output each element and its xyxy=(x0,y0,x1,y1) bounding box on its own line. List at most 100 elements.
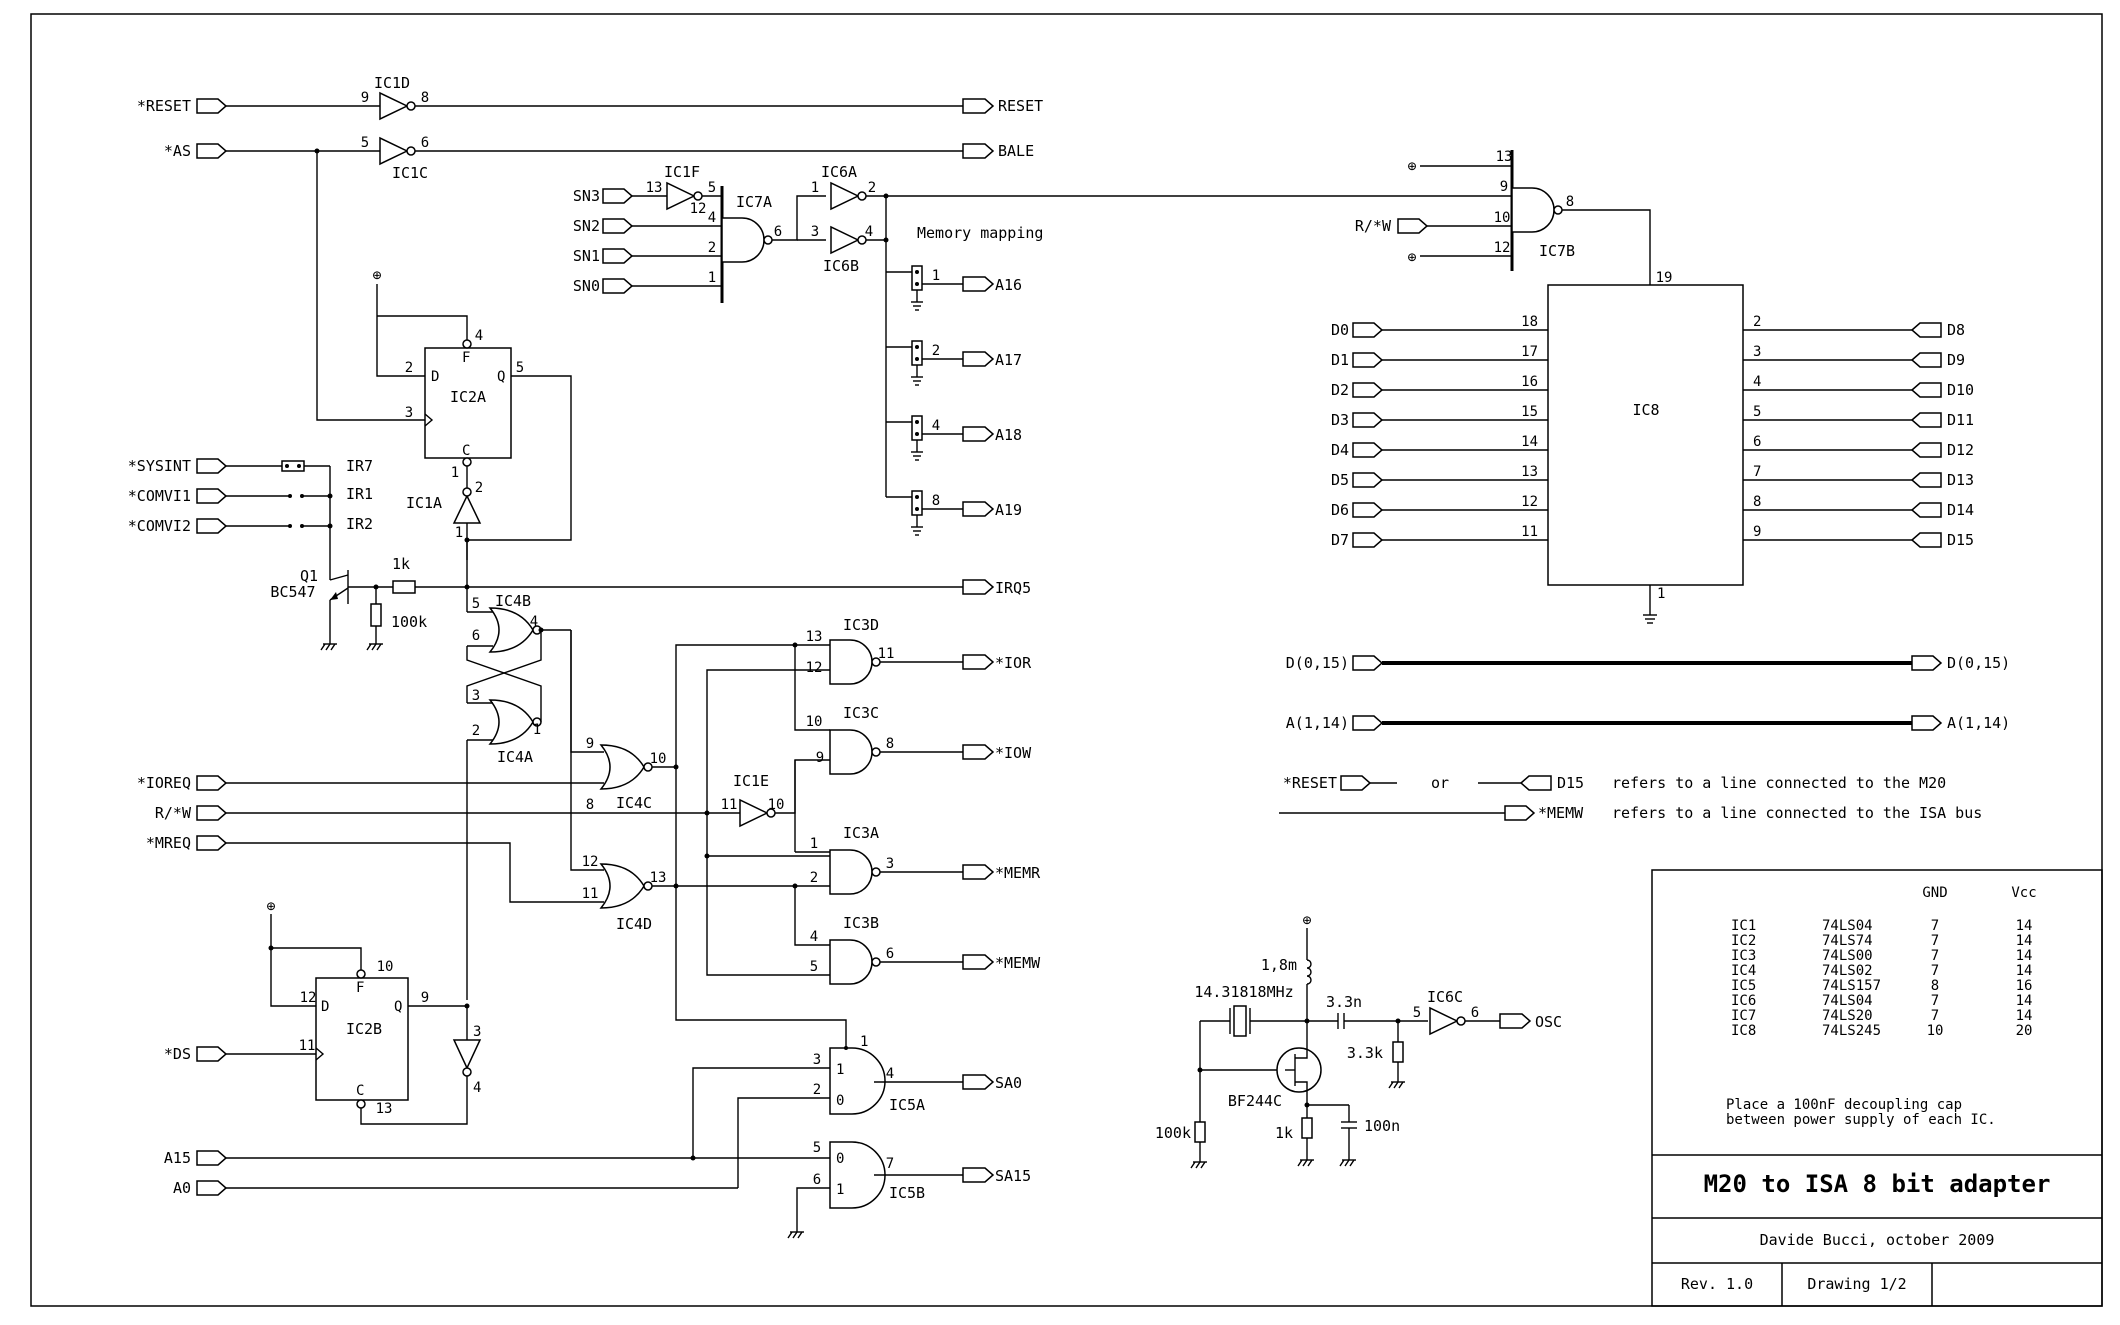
label-ic7a: IC7A xyxy=(736,193,772,211)
inverter-ic1a: IC1A xyxy=(406,466,482,524)
pin-ic4c-10: 10 xyxy=(650,751,667,767)
vcc-ic2a: ⊕ xyxy=(372,266,381,284)
label-sa0: SA0 xyxy=(995,1074,1022,1092)
label-memr: *MEMR xyxy=(995,864,1041,882)
pin-ic3c-10: 10 xyxy=(806,714,823,730)
label-data-left: D4 xyxy=(1331,441,1349,459)
pin-ic5b-7: 7 xyxy=(886,1156,894,1172)
port-out-data xyxy=(1910,322,1942,338)
pin-ic8-left: 14 xyxy=(1521,434,1538,450)
label-bus-a-out: A(1,14) xyxy=(1947,714,2010,732)
drawing-revision: Rev. 1.0 xyxy=(1681,1275,1753,1293)
label-mreq: *MREQ xyxy=(146,834,191,852)
legend-m20-text: refers to a line connected to the M20 xyxy=(1612,774,1946,792)
label-sn2: SN2 xyxy=(573,217,600,235)
table-cell-vcc: 14 xyxy=(2016,918,2033,934)
label-c100n: 100n xyxy=(1364,1117,1400,1135)
flipflop-ic2a: D Q F C IC2A xyxy=(424,339,512,467)
vcc-ic7b-12: ⊕ xyxy=(1407,248,1416,266)
inverter-ic1e: IC1E xyxy=(733,772,776,828)
drawing-title: M20 to ISA 8 bit adapter xyxy=(1704,1170,2051,1198)
port-in-sn2: SN2 xyxy=(573,217,634,235)
pin-ic1c-5: 5 xyxy=(361,135,369,151)
port-out-data xyxy=(1910,442,1942,458)
legend-m20-right: D15 xyxy=(1557,774,1584,792)
label-sn0: SN0 xyxy=(573,277,600,295)
label-ic6b: IC6B xyxy=(823,257,859,275)
ic5b-sel1: 1 xyxy=(836,1182,844,1198)
inverter-ic1d: IC1D xyxy=(374,74,416,121)
table-cell-vcc: 16 xyxy=(2016,978,2033,994)
drawing-author: Davide Bucci, october 2009 xyxy=(1760,1231,1995,1249)
table-cell-part: 74LS157 xyxy=(1822,978,1881,994)
label-bus-d-out: D(0,15) xyxy=(1947,654,2010,672)
ic5b-sel0: 0 xyxy=(836,1151,844,1167)
legend-m20-left: *RESET xyxy=(1283,774,1337,792)
port-out-osc: OSC xyxy=(1499,1013,1562,1031)
table-cell-part: 74LS74 xyxy=(1822,933,1873,949)
port-in-sn1: SN1 xyxy=(573,247,634,265)
label-ic4d: IC4D xyxy=(616,915,652,933)
label-data-left: D5 xyxy=(1331,471,1349,489)
ic8-chip: IC8 xyxy=(1547,284,1744,586)
table-cell-part: 74LS02 xyxy=(1822,963,1873,979)
latch-section: 5 6 IC4B 4 IC4A 3 2 1 xyxy=(464,537,571,1000)
pin-ic8-right: 5 xyxy=(1753,404,1761,420)
table-cell-vcc: 14 xyxy=(2016,933,2033,949)
label-a15: A15 xyxy=(164,1149,191,1167)
table-cell-ic: IC8 xyxy=(1731,1023,1756,1039)
label-data-left: D6 xyxy=(1331,501,1349,519)
label-reset-out: RESET xyxy=(998,97,1043,115)
pin-ic3c-9: 9 xyxy=(816,750,824,766)
table-cell-ic: IC1 xyxy=(1731,918,1756,934)
pin-ic5b-6: 6 xyxy=(813,1172,821,1188)
legend-isa-text: refers to a line connected to the ISA bu… xyxy=(1612,804,1982,822)
pin-ic8-left: 11 xyxy=(1521,524,1538,540)
port-out-reset: RESET xyxy=(962,97,1043,115)
port-out-sa15: SA15 xyxy=(962,1167,1031,1185)
port-in-comvi2: *COMVI2 xyxy=(128,517,228,535)
port-in-data xyxy=(1352,382,1384,398)
ic2b-c-label: C xyxy=(356,1083,364,1099)
mux-section: 1 1 0 IC5A 3 2 4 SA0 0 1 IC5B 5 6 7 SA15… xyxy=(164,1034,1031,1239)
table-cell-part: 74LS20 xyxy=(1822,1008,1873,1024)
port-in-rw2: R/*W xyxy=(1355,217,1429,235)
label-ic4a: IC4A xyxy=(497,748,533,766)
ic2b-q-label: Q xyxy=(394,999,402,1015)
label-r1k: 1k xyxy=(392,555,410,573)
nand-ic3c: IC3C xyxy=(829,704,881,775)
jumper-a19: 8 A19 xyxy=(886,490,1022,536)
table-cell-part: 74LS04 xyxy=(1822,993,1873,1009)
label-iow: *IOW xyxy=(995,744,1032,762)
pin-ic5a-1: 1 xyxy=(860,1034,868,1050)
vcc-ic7b-13: ⊕ xyxy=(1407,157,1416,175)
port-out-data xyxy=(1910,472,1942,488)
pin-ic7b-13: 13 xyxy=(1496,149,1513,165)
note-line-2: between power supply of each IC. xyxy=(1726,1112,1996,1128)
label-data-left: D2 xyxy=(1331,381,1349,399)
pin-ic8-left: 17 xyxy=(1521,344,1538,360)
legend-isa-label: *MEMW xyxy=(1538,804,1584,822)
pin-ic1f-5: 5 xyxy=(708,180,716,196)
pin-ic6b-4: 4 xyxy=(865,224,873,240)
pin-ic8-right: 2 xyxy=(1753,314,1761,330)
port-out-sa0: SA0 xyxy=(962,1074,1022,1092)
table-cell-vcc: 14 xyxy=(2016,963,2033,979)
label-ic1a: IC1A xyxy=(406,494,442,512)
table-cell-gnd: 7 xyxy=(1931,933,1939,949)
table-cell-gnd: 7 xyxy=(1931,963,1939,979)
pin-ic8-left: 16 xyxy=(1521,374,1538,390)
label-ior: *IOR xyxy=(995,654,1032,672)
port-out-iow: *IOW xyxy=(962,744,1032,762)
mux-ic5b: 0 1 IC5B xyxy=(829,1141,925,1209)
pin-ic3b-6: 6 xyxy=(886,946,894,962)
port-in-as: *AS xyxy=(164,142,228,160)
pin-ic8-left: 18 xyxy=(1521,314,1538,330)
table-cell-ic: IC2 xyxy=(1731,933,1756,949)
pin-ic4b-4: 4 xyxy=(530,614,538,630)
pin-ic4d-11: 11 xyxy=(582,886,599,902)
jumper-pin-8: 8 xyxy=(932,493,940,509)
label-bf244c: BF244C xyxy=(1228,1092,1282,1110)
bus-a: A(1,14) A(1,14) xyxy=(1286,714,2010,732)
inverter-ic6c: IC6C xyxy=(1427,988,1466,1036)
